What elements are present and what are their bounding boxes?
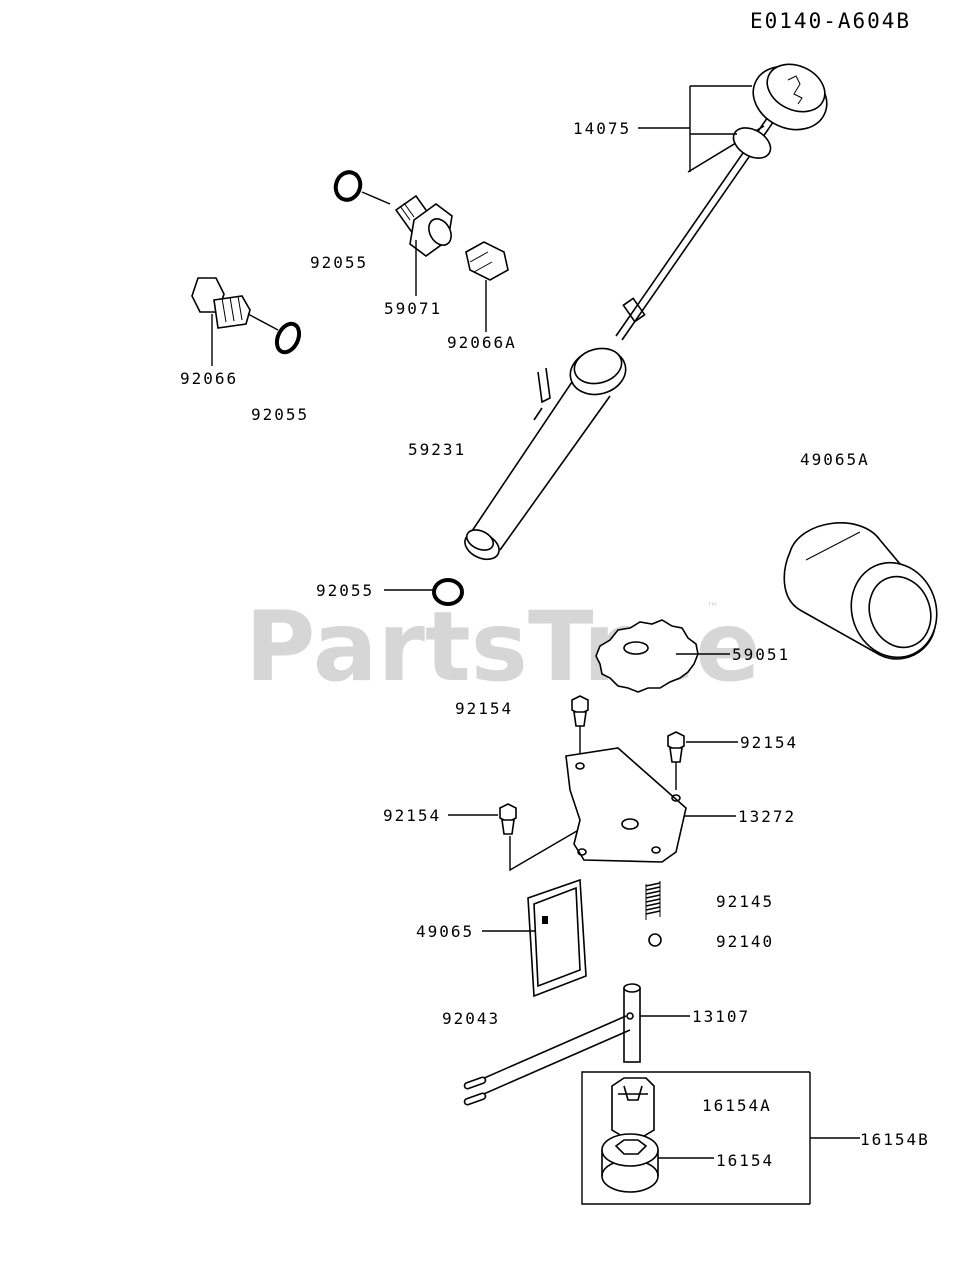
gasket-49065-part[interactable] [527, 878, 587, 998]
label-92066A[interactable]: 92066A [447, 333, 517, 352]
label-49065A[interactable]: 49065A [800, 450, 870, 469]
label-92154-a[interactable]: 92154 [455, 699, 513, 718]
spring-92145-part[interactable] [645, 881, 661, 920]
label-59231[interactable]: 59231 [408, 440, 466, 459]
leader-oring-92066 [247, 313, 279, 331]
watermark-trademark: ™ [706, 601, 719, 616]
shaft-13107-part[interactable] [623, 983, 641, 1063]
bolt-92154-a-part[interactable] [571, 695, 589, 727]
label-92043[interactable]: 92043 [442, 1009, 500, 1028]
label-13272[interactable]: 13272 [738, 807, 796, 826]
bolt-92154-b-part[interactable] [667, 731, 685, 763]
label-14075[interactable]: 14075 [573, 119, 631, 138]
oil-filter-49065A-part[interactable] [783, 522, 950, 670]
rotor-16154A-part[interactable] [611, 1077, 655, 1137]
label-92154-c[interactable]: 92154 [383, 806, 441, 825]
fitting-59071-part[interactable] [394, 194, 456, 257]
dipstick-part[interactable] [615, 55, 837, 341]
label-59051[interactable]: 59051 [732, 645, 790, 664]
label-16154B[interactable]: 16154B [860, 1130, 930, 1149]
label-92066[interactable]: 92066 [180, 369, 238, 388]
leader-92154-c-down [509, 827, 583, 872]
bolt-92154-c-part[interactable] [499, 803, 517, 835]
label-59071[interactable]: 59071 [384, 299, 442, 318]
o-ring-92055-low[interactable] [432, 578, 464, 606]
plug-92066-part[interactable] [191, 277, 251, 329]
dipstick-tube-59231-part[interactable] [461, 343, 631, 564]
diagram-code: E0140-A604B [750, 9, 911, 33]
label-49065[interactable]: 49065 [416, 922, 474, 941]
label-92055-low[interactable]: 92055 [316, 581, 374, 600]
label-92055-mid[interactable]: 92055 [251, 405, 309, 424]
plug-92066A-part[interactable] [465, 241, 509, 281]
kit-16154B-box [581, 1071, 810, 1205]
leader-oring-top [361, 191, 391, 205]
label-16154A[interactable]: 16154A [702, 1096, 772, 1115]
label-13107[interactable]: 13107 [692, 1007, 750, 1026]
label-92055-top[interactable]: 92055 [310, 253, 368, 272]
pin-92043-part[interactable] [463, 1015, 631, 1106]
label-16154[interactable]: 16154 [716, 1151, 774, 1170]
label-92140[interactable]: 92140 [716, 932, 774, 951]
oil-pump-gear-59051-part[interactable] [595, 619, 699, 693]
ball-92140-part[interactable] [648, 933, 662, 947]
o-ring-92055-mid[interactable] [273, 320, 304, 356]
o-ring-92055-top[interactable] [332, 169, 364, 204]
pump-cover-13272-part[interactable] [565, 747, 687, 863]
label-92145[interactable]: 92145 [716, 892, 774, 911]
rotor-16154-part[interactable] [601, 1133, 659, 1193]
label-92154-b[interactable]: 92154 [740, 733, 798, 752]
